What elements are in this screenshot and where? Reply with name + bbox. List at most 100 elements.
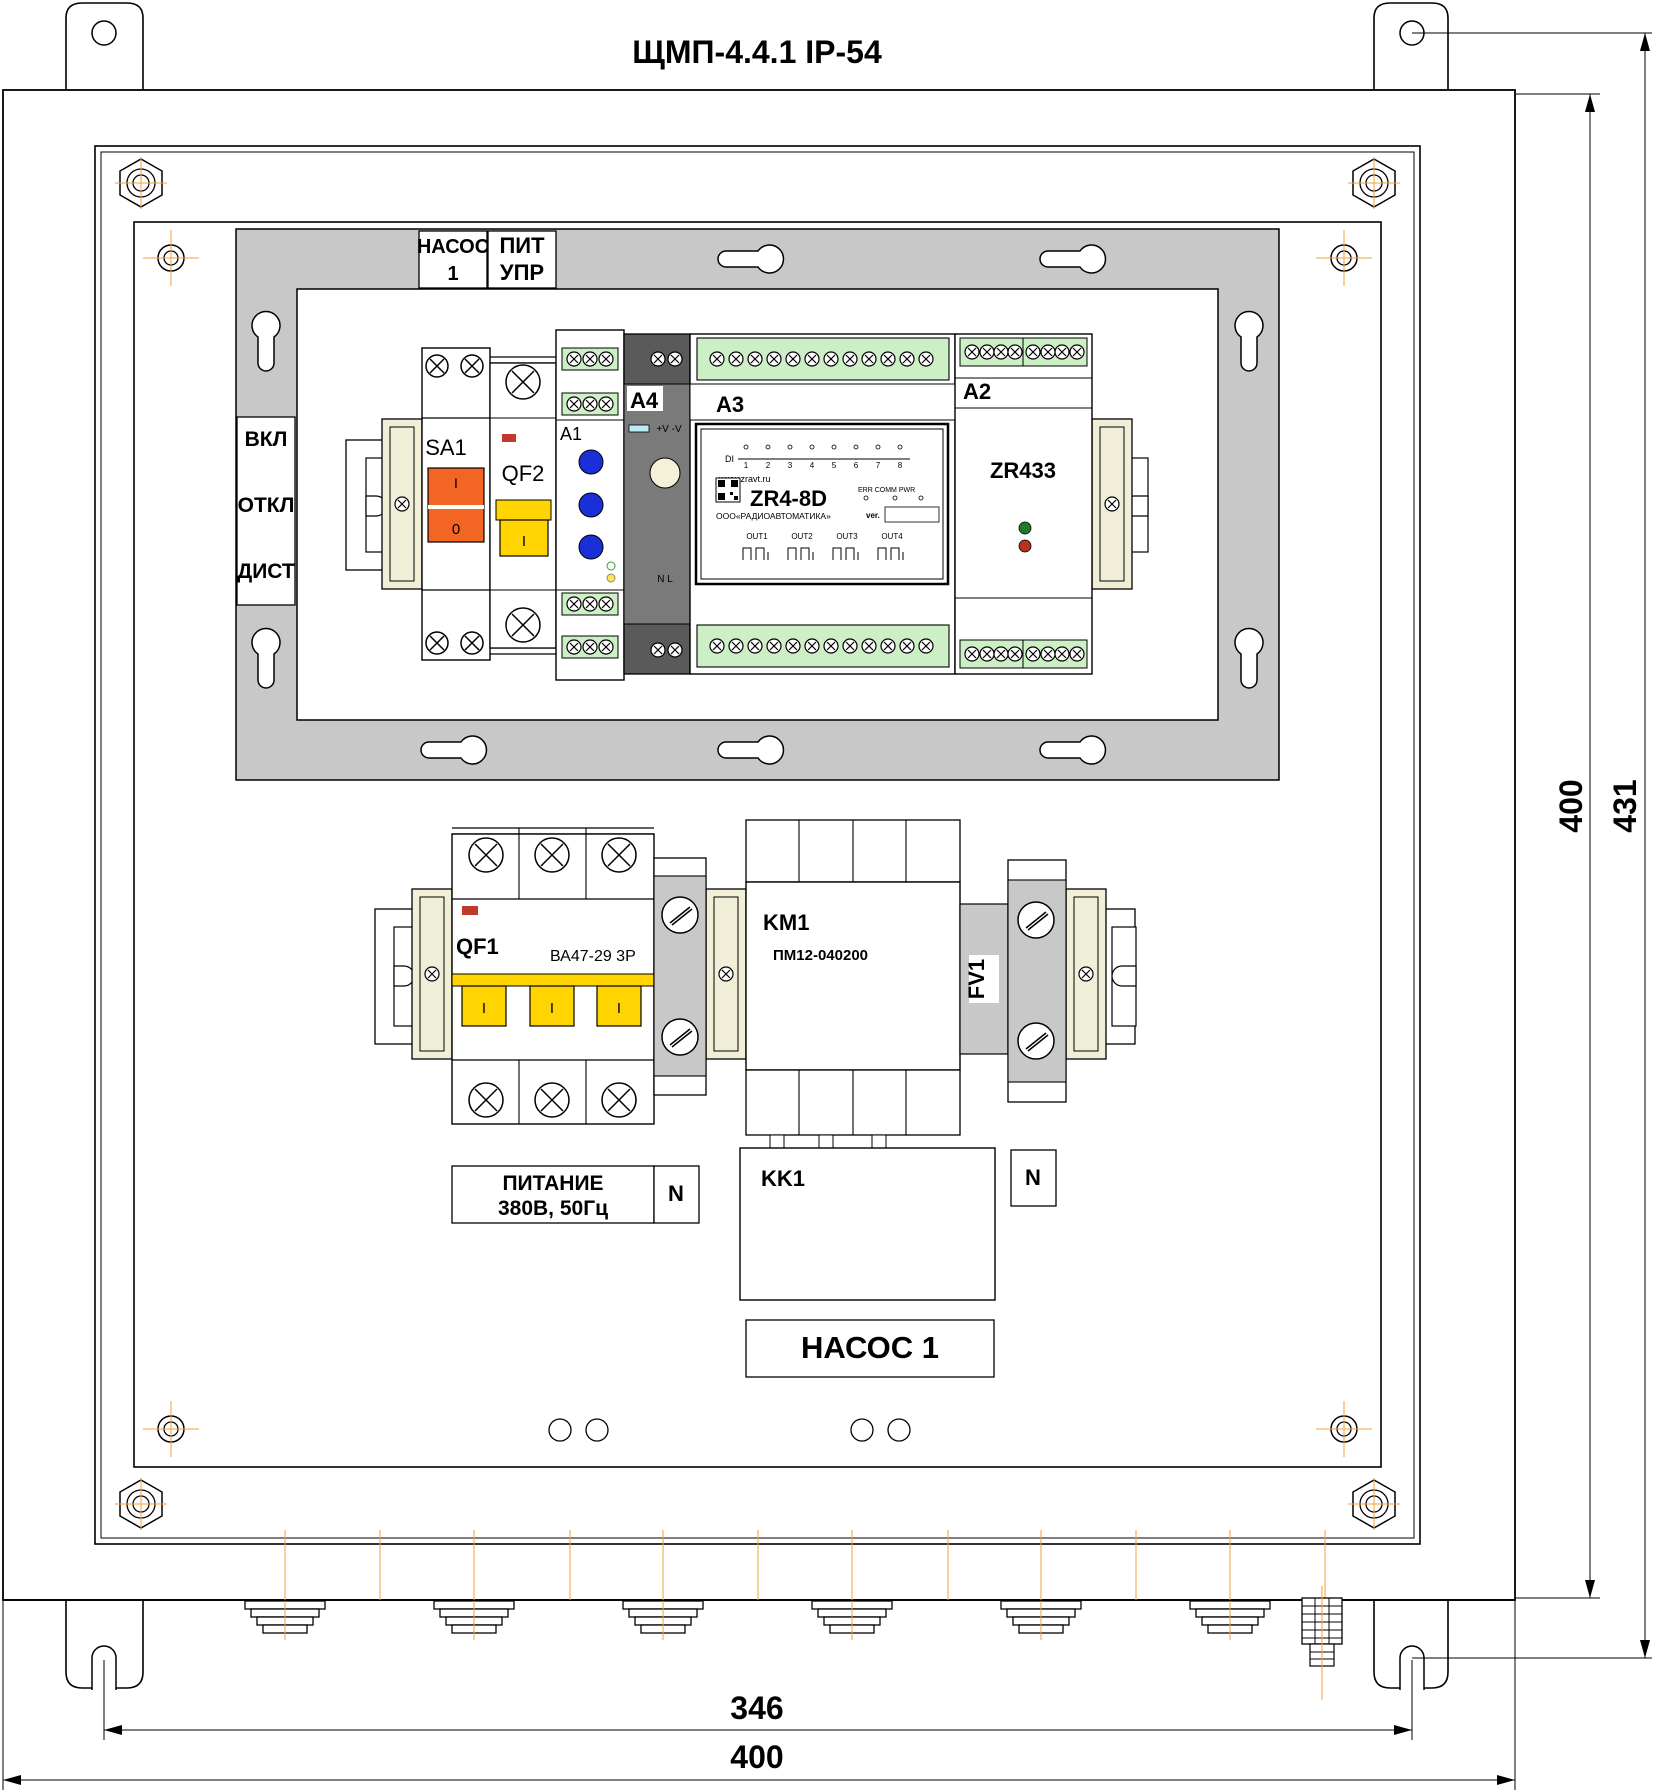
a4-adjust-knob[interactable]: [649, 457, 681, 489]
qf1-toggle-3[interactable]: [596, 985, 642, 1027]
svg-text:5: 5: [832, 461, 837, 470]
svg-text:ДИСТ: ДИСТ: [237, 560, 295, 583]
a2-zr433-module: A2 ZR433: [954, 333, 1093, 675]
svg-text:www.zravt.ru: www.zravt.ru: [718, 474, 771, 484]
qf2-toggle[interactable]: [499, 519, 549, 557]
end-stop-lower-left: [411, 888, 453, 1060]
svg-text:6: 6: [854, 461, 859, 470]
svg-text:I: I: [617, 1000, 621, 1017]
km1-label: KM1: [763, 910, 809, 935]
zr4-version-field: [884, 506, 940, 523]
fv1-surge-arrester: FV1: [959, 903, 1009, 1055]
qf1-toggle-1[interactable]: [461, 985, 507, 1027]
a3-label: A3: [716, 392, 744, 417]
svg-text:I: I: [454, 475, 458, 491]
svg-text:I: I: [550, 1000, 554, 1017]
svg-text:1: 1: [447, 263, 458, 285]
svg-text:0: 0: [452, 521, 460, 538]
svg-text:НАСОС 1: НАСОС 1: [801, 1330, 939, 1365]
svg-text:N: N: [668, 1181, 684, 1206]
label-pit-upr: ПИТ УПР: [487, 230, 557, 289]
qf2-breaker[interactable]: QF2 I: [489, 356, 557, 655]
qf2-label: QF2: [502, 461, 545, 486]
mounting-ear-top-left: [65, 2, 144, 90]
svg-text:N: N: [1025, 1165, 1041, 1190]
qf1-label: QF1: [456, 934, 499, 959]
kk1-label: KK1: [761, 1166, 805, 1191]
svg-text:400: 400: [1553, 779, 1589, 832]
drawing-title: ЩМП-4.4.1 IP-54: [632, 34, 882, 70]
plate-small-holes: [548, 1418, 911, 1442]
svg-text:ПИТАНИЕ: ПИТАНИЕ: [502, 1172, 603, 1195]
sa1-label: SA1: [425, 435, 467, 460]
zr433-red-led: [1018, 539, 1032, 553]
terminal-block-right: [1007, 859, 1067, 1103]
zr4-outputs: OUT1 OUT2 OUT3 OUT4: [742, 532, 904, 560]
zr4-model-label: ZR4-8D: [750, 486, 827, 511]
sa1-switch[interactable]: SA1 I 0: [421, 347, 491, 661]
power-label-plate: ПИТАНИЕ 380В, 50Гц: [451, 1165, 655, 1224]
svg-text:8: 8: [898, 461, 903, 470]
end-stop-lower-right: [1065, 888, 1107, 1060]
mounting-ear-bottom-right: [1373, 1600, 1449, 1690]
cable-glands: [244, 1530, 1326, 1640]
terminal-block-left: [653, 857, 707, 1096]
svg-text:N L: N L: [657, 574, 673, 585]
svg-text:ver.: ver.: [866, 511, 880, 520]
svg-text:OUT1: OUT1: [746, 532, 768, 541]
svg-text:OUT4: OUT4: [881, 532, 903, 541]
label-nasos-1: НАСОС 1: [417, 230, 489, 289]
svg-text:7: 7: [876, 461, 881, 470]
svg-text:431: 431: [1607, 779, 1643, 832]
svg-text:1: 1: [744, 461, 749, 470]
n-label-left: N: [653, 1165, 700, 1224]
svg-text:ERR COMM PWR: ERR COMM PWR: [858, 487, 915, 494]
end-stop-upper-left: [381, 418, 423, 590]
dimension-horizontal-346: 346: [103, 1660, 1413, 1740]
svg-text:НАСОС: НАСОС: [417, 236, 489, 258]
zr433-label: ZR433: [990, 458, 1056, 483]
qf1-breaker[interactable]: QF1 ВА47-29 3P I I I: [451, 827, 655, 1125]
a3-zr4-8d-module: A3 DI 1 2 3 4 5 6 7 8 www.zravt.ru: [689, 333, 956, 675]
svg-text:ПИТ: ПИТ: [499, 233, 545, 258]
dimension-vertical-431: 431: [1412, 32, 1652, 1659]
svg-text:ВКЛ: ВКЛ: [245, 428, 288, 451]
svg-text:I: I: [522, 533, 526, 550]
svg-text:OUT2: OUT2: [791, 532, 813, 541]
svg-text:3: 3: [788, 461, 793, 470]
svg-text:УПР: УПР: [500, 260, 544, 285]
a2-label: A2: [963, 379, 991, 404]
a1-relay-module: A1: [555, 329, 625, 681]
svg-text:ООО«РАДИОАВТОМАТИКА»: ООО«РАДИОАВТОМАТИКА»: [716, 511, 831, 521]
qf2-trip-flag: [502, 434, 516, 442]
km1-model-label: ПМ12-040200: [773, 947, 868, 964]
qr-code-icon: [715, 477, 741, 503]
svg-text:I: I: [482, 1000, 486, 1017]
ground-bolt: [1301, 1586, 1343, 1700]
zr4-di-row: 1 2 3 4 5 6 7 8: [738, 444, 910, 470]
a1-indicator-1: [578, 449, 604, 475]
a1-label: A1: [560, 424, 582, 444]
svg-text:380В, 50Гц: 380В, 50Гц: [498, 1197, 608, 1220]
svg-text:400: 400: [730, 1739, 783, 1775]
svg-text:+V -V: +V -V: [656, 424, 682, 435]
svg-text:2: 2: [766, 461, 771, 470]
a4-power-supply: A4 +V -V N L: [623, 333, 691, 675]
dimension-vertical-400: 400: [1515, 93, 1600, 1599]
svg-text:4: 4: [810, 461, 815, 470]
qf1-trip-flag: [462, 906, 478, 915]
a1-indicator-3: [578, 534, 604, 560]
end-stop-upper-right: [1091, 418, 1133, 590]
svg-text:346: 346: [730, 1690, 783, 1726]
end-stop-lower-mid: [705, 888, 747, 1060]
fv1-label: FV1: [964, 959, 989, 999]
qf1-toggle-2[interactable]: [529, 985, 575, 1027]
dimension-horizontal-400: 400: [2, 1600, 1516, 1790]
qf1-model-label: ВА47-29 3P: [550, 948, 636, 965]
svg-text:OUT3: OUT3: [836, 532, 858, 541]
svg-text:DI: DI: [725, 454, 734, 464]
a1-indicator-2: [578, 492, 604, 518]
mode-label-plate: ВКЛ ОТКЛ ДИСТ: [236, 416, 296, 606]
mounting-ear-top-right: [1373, 2, 1449, 90]
